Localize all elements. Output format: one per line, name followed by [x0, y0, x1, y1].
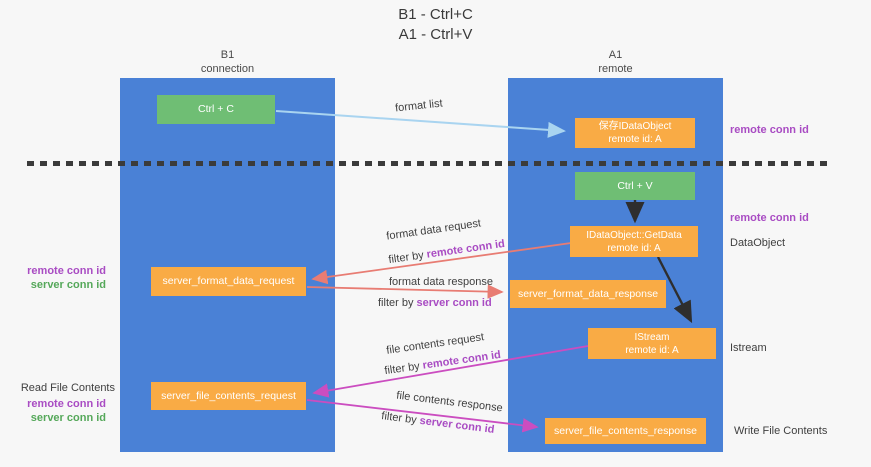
- server-conn-id-left-1: server conn id: [30, 279, 106, 291]
- server-conn-id-left-2: server conn id: [30, 412, 106, 424]
- server-file-contents-response-node: server_file_contents_response: [545, 418, 706, 444]
- server-conn-id-filter-2: server conn id: [418, 414, 496, 436]
- server-file-contents-request-label: server_file_contents_request: [161, 389, 296, 402]
- format-list-label: format list: [394, 97, 444, 115]
- lane-a1-title: A1: [608, 49, 623, 61]
- lane-a1-subtitle: remote: [598, 63, 633, 75]
- read-file-contents-label: Read File Contents: [20, 382, 115, 394]
- file-contents-response-label: file contents response: [395, 389, 504, 415]
- filter-by-server-2: filter by server conn id: [381, 410, 495, 436]
- left-conn-id-group-1: remote conn id server conn id: [10, 264, 106, 292]
- filter-by-text-1: filter by: [387, 248, 428, 267]
- ctrl-v-label: Ctrl + V: [617, 179, 653, 192]
- filter-by-text-2: filter by: [378, 297, 417, 309]
- save-idataobject-node: 保存IDataObject remote id: A: [575, 118, 695, 148]
- write-file-contents-label: Write File Contents: [734, 425, 828, 437]
- server-file-contents-response-label: server_file_contents_response: [553, 424, 697, 437]
- save-idataobject-line1: 保存IDataObject: [598, 121, 672, 132]
- ctrl-v-node: Ctrl + V: [575, 172, 695, 200]
- ctrl-c-node: Ctrl + C: [157, 95, 275, 124]
- left-conn-id-group-2: remote conn id server conn id: [10, 397, 106, 425]
- istream-line2: remote id: A: [625, 344, 679, 356]
- getdata-line1: IDataObject::GetData: [586, 229, 682, 241]
- filter-by-text-4: filter by: [380, 410, 421, 427]
- getdata-line2: remote id: A: [607, 242, 661, 254]
- idataobject-getdata-node: IDataObject::GetData remote id: A: [570, 226, 698, 257]
- server-file-contents-request-node: server_file_contents_request: [151, 382, 306, 410]
- save-idataobject-line2: remote id: A: [608, 134, 662, 145]
- istream-node: IStream remote id: A: [588, 328, 716, 359]
- server-format-data-request-node: server_format_data_request: [151, 267, 306, 296]
- lane-header-b1: B1 connection: [120, 48, 335, 76]
- lane-header-a1: A1 remote: [508, 48, 723, 76]
- title-line-2: A1 - Ctrl+V: [398, 26, 473, 43]
- filter-by-text-3: filter by: [383, 359, 424, 378]
- filter-by-remote-1: filter by remote conn id: [388, 238, 506, 266]
- format-data-response-label: format data response: [389, 276, 493, 288]
- istream-side-label: Istream: [730, 342, 767, 354]
- server-format-data-response-label: server_format_data_response: [517, 287, 659, 300]
- server-format-data-response-node: server_format_data_response: [510, 280, 666, 308]
- dataobject-label: DataObject: [730, 237, 786, 249]
- remote-conn-id-right-top: remote conn id: [730, 124, 809, 136]
- remote-conn-id-right-mid: remote conn id: [730, 212, 809, 224]
- remote-conn-id-left-2: remote conn id: [27, 398, 106, 410]
- diagram-title: B1 - Ctrl+C A1 - Ctrl+V: [0, 5, 871, 45]
- istream-line1: IStream: [634, 331, 670, 343]
- lane-b1-subtitle: connection: [200, 63, 255, 75]
- lane-b1-title: B1: [220, 49, 235, 61]
- ctrl-c-label: Ctrl + C: [198, 103, 234, 115]
- server-conn-id-filter-1: server conn id: [416, 297, 492, 309]
- server-format-data-request-label: server_format_data_request: [162, 275, 295, 287]
- filter-by-server-1: filter by server conn id: [378, 297, 492, 309]
- format-data-request-label: format data request: [385, 217, 482, 243]
- remote-conn-id-filter-2: remote conn id: [421, 348, 502, 372]
- remote-conn-id-left-1: remote conn id: [27, 265, 106, 277]
- title-line-1: B1 - Ctrl+C: [398, 6, 473, 23]
- remote-conn-id-filter-1: remote conn id: [425, 237, 506, 261]
- separator-dashed-line: [27, 161, 833, 166]
